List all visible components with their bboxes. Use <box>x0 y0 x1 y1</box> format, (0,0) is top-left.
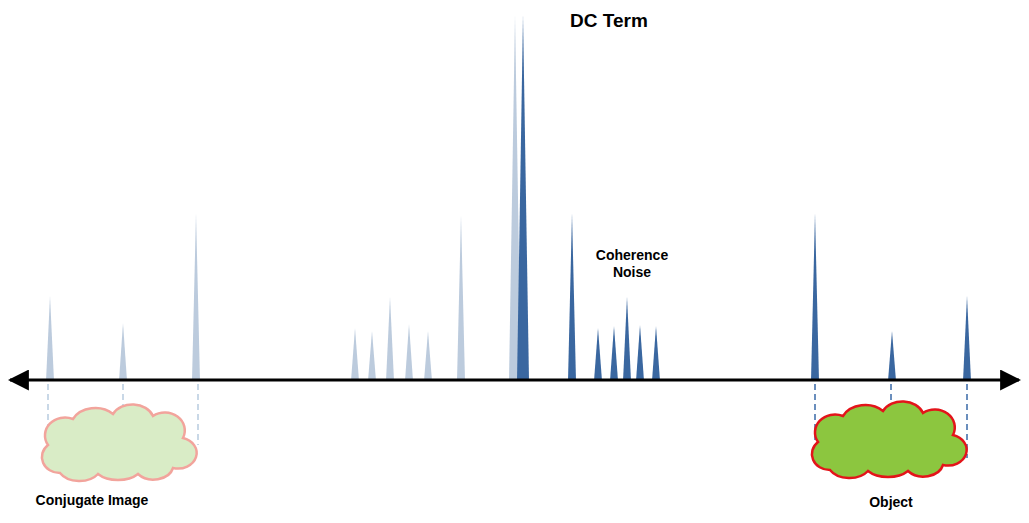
peak <box>594 328 602 381</box>
peak <box>405 324 413 381</box>
conjugate-image-label: Conjugate Image <box>17 492 167 509</box>
peak <box>192 213 200 381</box>
object-cloud <box>812 401 967 478</box>
conjugate-cloud <box>42 404 197 481</box>
peak <box>517 15 529 381</box>
coherence-noise-label: Coherence Noise <box>582 247 682 281</box>
peak <box>888 331 896 381</box>
peak <box>46 296 54 381</box>
axis <box>10 379 1019 382</box>
peak <box>623 297 631 381</box>
dc-term-label: DC Term <box>544 10 674 33</box>
object-label: Object <box>846 494 936 511</box>
peak <box>386 297 394 381</box>
peak <box>119 323 127 381</box>
peak <box>811 213 819 381</box>
peak <box>457 215 465 381</box>
peak <box>351 328 359 381</box>
peak <box>610 326 618 381</box>
peak <box>424 331 432 381</box>
peak <box>963 296 971 381</box>
peak <box>652 326 660 381</box>
peak <box>368 331 376 381</box>
peak <box>636 325 644 381</box>
peak <box>568 213 576 381</box>
spectrum-peaks <box>46 15 971 381</box>
